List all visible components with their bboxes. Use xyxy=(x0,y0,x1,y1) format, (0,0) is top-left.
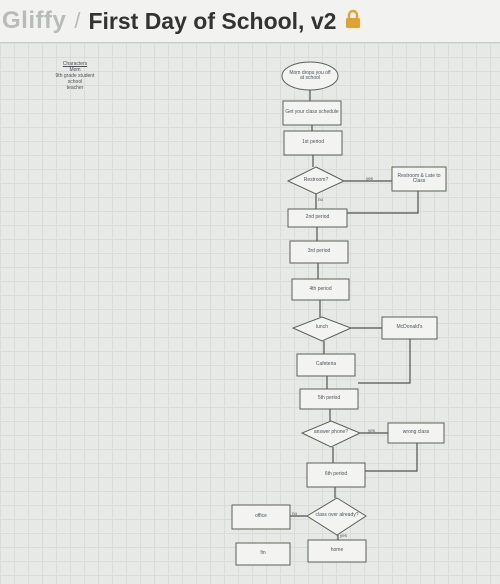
node-phone-decision[interactable]: answer phone? xyxy=(313,429,349,436)
connector xyxy=(358,339,411,384)
legend-heading: Characters xyxy=(62,61,88,67)
edge-label-no: no xyxy=(292,511,298,516)
decision-node xyxy=(291,316,353,342)
node-6th-period[interactable]: 6th period xyxy=(324,471,348,478)
node-home[interactable]: home xyxy=(330,547,344,554)
node-cafeteria[interactable]: Cafeteria xyxy=(315,361,337,368)
gliffy-logo[interactable]: Gliffy xyxy=(2,7,67,34)
edge-label-yes: yes xyxy=(366,176,374,181)
lock-icon[interactable] xyxy=(344,9,362,34)
node-lunch-decision[interactable]: lunch xyxy=(316,324,328,331)
process-node xyxy=(287,208,348,228)
edge-label-no: no xyxy=(318,197,324,202)
node-wrong-class[interactable]: wrong class xyxy=(402,429,430,436)
legend-item: teacher xyxy=(66,85,84,91)
process-node xyxy=(289,240,349,264)
node-4th-period[interactable]: 4th period xyxy=(309,285,332,292)
connector xyxy=(362,443,418,472)
document-title[interactable]: First Day of School, v2 xyxy=(88,7,337,34)
decision-node xyxy=(300,420,362,448)
flowchart xyxy=(231,61,447,566)
title-bar: Gliffy / First Day of School, v2 xyxy=(0,0,500,43)
process-node xyxy=(296,353,356,377)
edge-label-yes: yes xyxy=(340,533,348,538)
node-start[interactable]: Mom drops you off at school xyxy=(289,69,331,81)
decision-node xyxy=(306,497,367,536)
start-node xyxy=(281,61,339,91)
node-3rd-period[interactable]: 3rd period xyxy=(307,248,331,255)
edge-label-yes: yes xyxy=(368,428,376,433)
process-node xyxy=(291,278,350,301)
node-restroom-late[interactable]: Restroom & Late to Class xyxy=(397,172,441,184)
legend-item: school xyxy=(67,79,83,85)
process-node xyxy=(387,422,445,444)
process-node xyxy=(306,462,366,488)
breadcrumb-separator: / xyxy=(74,8,81,33)
node-2nd-period[interactable]: 2nd period xyxy=(305,214,330,221)
node-get-schedule[interactable]: Get your class schedule xyxy=(285,109,339,116)
node-1st-period[interactable]: 1st period xyxy=(302,139,324,146)
shapes xyxy=(231,61,447,566)
process-node xyxy=(235,542,291,566)
decision-node xyxy=(286,166,346,195)
node-fin[interactable]: fin xyxy=(260,550,266,557)
node-5th-period[interactable]: 5th period xyxy=(317,395,341,402)
node-office[interactable]: office xyxy=(255,513,267,520)
legend-item: Mom xyxy=(69,67,81,73)
diagram-canvas[interactable]: Characters Mom 9th grade student school … xyxy=(0,43,500,584)
node-mcdonalds[interactable]: McDonald's xyxy=(396,324,423,331)
process-node xyxy=(282,100,342,126)
characters-legend[interactable]: Characters Mom 9th grade student school … xyxy=(50,61,100,91)
process-node xyxy=(299,388,359,410)
connector xyxy=(347,191,419,214)
process-node xyxy=(307,539,367,563)
process-node xyxy=(231,504,291,530)
process-node xyxy=(381,316,438,340)
node-class-over-decision[interactable]: class over already? xyxy=(315,512,359,519)
process-node xyxy=(391,166,447,192)
node-restroom-decision[interactable]: Restroom? xyxy=(303,177,329,184)
process-node xyxy=(283,130,343,156)
legend-item: 9th grade student xyxy=(55,73,95,79)
